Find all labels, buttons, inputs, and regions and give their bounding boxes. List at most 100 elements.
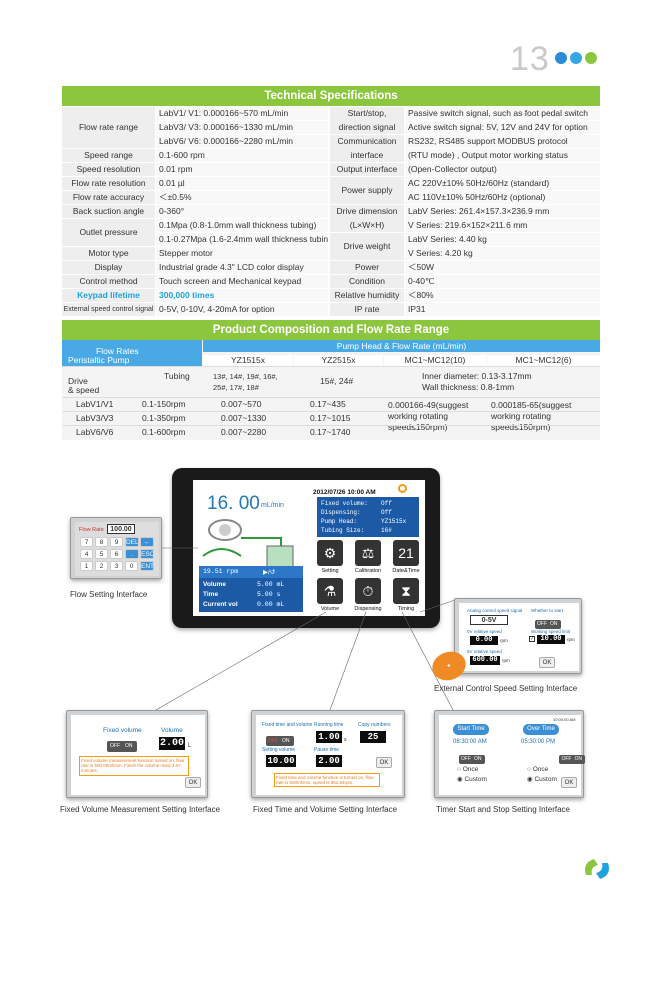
direction-indicator[interactable]: ▶/↺: [263, 569, 276, 576]
spec-label-line: Drive dimension: [336, 206, 398, 216]
beaker-icon[interactable]: ⚗: [317, 578, 343, 604]
key-9[interactable]: 9: [110, 537, 123, 547]
param-value: 5.00 s: [257, 591, 281, 598]
drive-model: LabV3/V3: [76, 413, 114, 423]
five-v-speed[interactable]: 600.00: [470, 656, 500, 665]
key-4[interactable]: 4: [80, 549, 93, 559]
spec-value: LabV6/ V6: 0.000166~2280 mL/min: [156, 135, 328, 148]
gear-icon[interactable]: ⚙: [317, 540, 343, 566]
volume-label: Volume: [161, 727, 183, 734]
spec-value: LabV Series: 261.4×157.3×236.9 mm: [405, 205, 600, 218]
over-once-radio[interactable]: ○ Once: [527, 766, 549, 773]
flow-yz2515: 0.17~435: [310, 399, 346, 409]
stopwatch-icon[interactable]: ⏱: [355, 578, 381, 604]
drive-model: LabV1/V1: [76, 399, 114, 409]
ok-button[interactable]: OK: [376, 757, 392, 768]
flow-yz2515: 0.17~1740: [310, 427, 351, 437]
spec-label: Power consumption: [330, 261, 404, 274]
start-custom-radio[interactable]: ◉ Custom: [457, 776, 487, 783]
hourglass-icon[interactable]: ⧗: [393, 578, 419, 604]
spec-value: 0.01 rpm: [156, 163, 328, 176]
speed-range: 0.1-150rpm: [142, 399, 186, 409]
key-0[interactable]: 0: [125, 561, 138, 571]
key-1[interactable]: 1: [80, 561, 93, 571]
key-8[interactable]: 8: [95, 537, 108, 547]
volume-input[interactable]: 2.00: [159, 737, 185, 750]
copy-numbers-input[interactable]: 25: [360, 731, 386, 743]
start-once-radio[interactable]: ○ Once: [457, 766, 479, 773]
ok-button[interactable]: OK: [539, 657, 555, 668]
signal-select[interactable]: 0-5V: [470, 615, 508, 625]
decor-dot: [570, 52, 582, 64]
key-[interactable]: ←: [140, 537, 154, 547]
drive-label: Drive: [68, 376, 88, 386]
spec-label-line: (L×W×H): [349, 219, 385, 230]
over-time-button[interactable]: Over Time: [523, 724, 559, 735]
start-time-button[interactable]: Start Time: [453, 724, 489, 735]
pump-head-header: Pump Head & Flow Rate (mL/min): [203, 340, 600, 352]
spec-label: Condition temperature: [330, 275, 404, 288]
calendar-icon[interactable]: 21: [393, 540, 419, 566]
pause-time-input[interactable]: 2.00: [316, 755, 342, 767]
spec-label-line: interface: [350, 149, 384, 160]
param-value: 0.00 mL: [257, 601, 285, 608]
key-ESC[interactable]: ESC: [140, 549, 155, 559]
alarm-icon[interactable]: [398, 484, 407, 493]
rpm-readout: 19.51 rpm: [203, 568, 239, 575]
flow-unit: mL/min: [261, 502, 284, 509]
spec-value: 300,000 times: [156, 289, 328, 302]
external-control-panel: Analog control speed signal 0-5V Whether…: [454, 598, 582, 674]
spec-label: Relative humidity: [330, 289, 404, 302]
key-6[interactable]: 6: [110, 549, 123, 559]
fixed-volume-label: Fixed volume: [103, 727, 142, 734]
ok-button[interactable]: OK: [561, 777, 577, 788]
flow-value: 16. 00: [207, 493, 260, 514]
fixed-time-note: Fixed time and volume function is turned…: [274, 773, 380, 787]
drive-model: LabV6/V6: [76, 427, 114, 437]
key-7[interactable]: 7: [80, 537, 93, 547]
scale-icon[interactable]: ⚖: [355, 540, 381, 566]
once-label: Once: [532, 766, 549, 773]
spec-value: (Open-Collector output): [405, 163, 600, 176]
over-custom-radio[interactable]: ◉ Custom: [527, 776, 557, 783]
flow-rate-label: Flow Rate: [79, 527, 104, 533]
limit-checkbox[interactable]: ✓: [529, 636, 535, 642]
ok-button[interactable]: OK: [185, 777, 201, 788]
flow-rate-input[interactable]: 100.00: [107, 524, 135, 534]
pump-diagram: [202, 519, 294, 569]
zero-v-speed[interactable]: 0.00: [470, 636, 498, 645]
column-header: MC1~MC12(10): [384, 355, 486, 366]
spec-value: AC 110V±10% 50Hz/60Hz (optional): [405, 191, 600, 204]
ext-label-3: 0V relative speed: [467, 629, 502, 634]
column-header: YZ2515x: [294, 355, 383, 366]
tubing-size: 15#, 24#: [320, 376, 354, 386]
spec-label-line: Power supply: [341, 185, 393, 195]
spec-value: ＜50W: [405, 261, 600, 274]
key-[interactable]: .: [125, 549, 139, 559]
spec-value: Active switch signal: 5V, 12V and 24V fo…: [405, 121, 600, 134]
running-time-input[interactable]: 1.00: [316, 731, 342, 743]
row-divider: [62, 397, 600, 398]
key-2[interactable]: 2: [95, 561, 108, 571]
spec-label: Keypad lifetime: [62, 289, 155, 302]
flow-mc10: speed≤150rpm): [388, 422, 448, 432]
key-ENT[interactable]: ENT: [140, 561, 154, 571]
setting-volume-input[interactable]: 10.00: [266, 755, 296, 767]
spec-label: Display: [62, 261, 155, 274]
key-3[interactable]: 3: [110, 561, 123, 571]
spec-value: Passive switch signal, such as foot peda…: [405, 107, 600, 120]
key-5[interactable]: 5: [95, 549, 108, 559]
key-DEL[interactable]: DEL: [125, 537, 139, 547]
speed-limit[interactable]: 10.00: [537, 635, 565, 644]
ext-label-5: 5V relative speed: [467, 649, 502, 654]
